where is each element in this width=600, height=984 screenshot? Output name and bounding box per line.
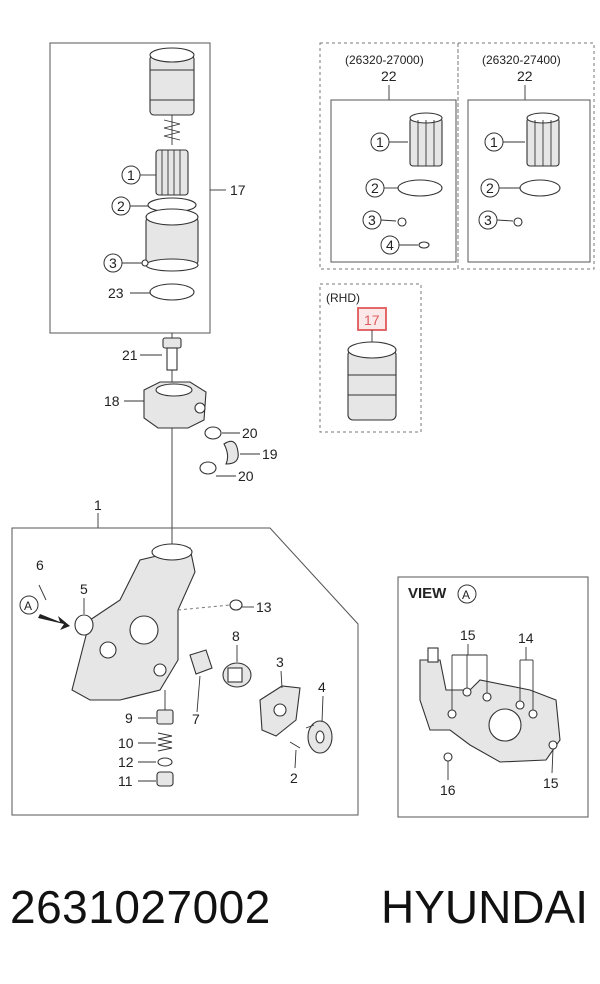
- callout-23: 23: [108, 285, 124, 301]
- kit-right-frame: [457, 42, 595, 270]
- filter-assembly-frame: [49, 42, 211, 334]
- washer-3: [141, 259, 149, 267]
- kit-right-c1: 1: [490, 134, 498, 150]
- kit-left-c4: 4: [386, 237, 394, 253]
- o-ring-13: [229, 599, 243, 611]
- view-a-letter: A: [462, 588, 470, 602]
- callout-20a: 20: [242, 425, 258, 441]
- cap-11: [156, 771, 174, 787]
- callout-1a: 1: [127, 167, 135, 183]
- callout-10: 10: [118, 735, 134, 751]
- callout-1b: 1: [94, 497, 102, 513]
- kit-left-c2: 2: [371, 180, 379, 196]
- brand-name: HYUNDAI: [380, 881, 588, 933]
- view-a-frame: [397, 576, 589, 818]
- filter-spring: [163, 115, 181, 145]
- pin-2: [289, 741, 301, 749]
- view-a-pump-body: [419, 647, 561, 763]
- seal-5: [74, 614, 94, 636]
- callout-15a: 15: [460, 627, 476, 643]
- kit-left-c1: 1: [376, 134, 384, 150]
- kit-left-element: [409, 112, 443, 167]
- callout-21: 21: [122, 347, 138, 363]
- filter-housing: [145, 208, 199, 272]
- callout-3a: 3: [109, 255, 117, 271]
- filter-bracket-18: [143, 381, 207, 429]
- kit-right-element: [526, 112, 560, 167]
- kit-right-c3: 3: [484, 212, 492, 228]
- callout-20b: 20: [238, 468, 254, 484]
- kit-right-22: 22: [517, 68, 533, 84]
- kit-right-washer: [513, 217, 523, 227]
- o-ring-23: [149, 283, 195, 301]
- callout-2a: 2: [117, 198, 125, 214]
- hose-clamps: [199, 426, 239, 475]
- kit-right-code: (26320-27400): [482, 53, 561, 67]
- callout-6: 6: [36, 557, 44, 573]
- oil-filter-exploded-diagram: 1 2 3 23 17 (26320-27000) (26320-27400) …: [11, 42, 595, 818]
- view-a-marker: [19, 595, 39, 615]
- spring-10: [157, 732, 173, 752]
- plug-9: [156, 709, 174, 725]
- kit-right-oring: [519, 179, 561, 197]
- callout-11: 11: [118, 773, 133, 789]
- kit-left-small-ring: [418, 241, 430, 249]
- callout-15b: 15: [543, 775, 559, 791]
- kit-left-code: (26320-27000): [345, 53, 424, 67]
- callout-3b: 3: [276, 654, 284, 670]
- pin-6: [38, 584, 47, 601]
- rhd-filter: [347, 341, 397, 421]
- gear-4: [305, 720, 333, 754]
- callout-13: 13: [256, 599, 272, 615]
- bolt-21: [162, 337, 182, 371]
- callout-17a: 17: [230, 182, 246, 198]
- view-arrow: [38, 614, 70, 630]
- callout-4: 4: [318, 679, 326, 695]
- kit-left-inner: [330, 99, 457, 263]
- ring-12: [157, 757, 173, 767]
- callout-8: 8: [232, 628, 240, 644]
- oil-pump-body: [71, 543, 196, 701]
- kit-left-frame: [319, 42, 459, 270]
- callout-14: 14: [518, 630, 534, 646]
- kit-left-22: 22: [381, 68, 397, 84]
- rotor-7: [189, 649, 213, 675]
- rhd-frame: [319, 283, 422, 433]
- filter-element-1: [155, 149, 189, 196]
- highlighted-callout-17: 17: [364, 312, 380, 328]
- filter-cap: [149, 47, 195, 116]
- callout-2b: 2: [290, 770, 298, 786]
- oil-pump-frame: [11, 527, 359, 816]
- kit-right-c2: 2: [486, 180, 494, 196]
- kit-right-inner: [467, 99, 591, 263]
- view-a-label: VIEW: [408, 585, 447, 602]
- callout-18: 18: [104, 393, 120, 409]
- product-footer: 2631027002 HYUNDAI: [0, 880, 600, 950]
- rhd-label: (RHD): [326, 291, 360, 305]
- callout-9: 9: [125, 710, 133, 726]
- view-a-marker-letter: A: [24, 599, 32, 613]
- cover-3: [259, 685, 301, 737]
- kit-left-washer: [397, 217, 407, 227]
- gear-8: [222, 662, 252, 688]
- callout-16: 16: [440, 782, 456, 798]
- kit-left-oring: [397, 179, 443, 197]
- callout-12: 12: [118, 754, 134, 770]
- callout-5: 5: [80, 581, 88, 597]
- part-number: 2631027002: [10, 881, 271, 933]
- callout-19: 19: [262, 446, 278, 462]
- callout-7: 7: [192, 711, 200, 727]
- kit-left-c3: 3: [368, 212, 376, 228]
